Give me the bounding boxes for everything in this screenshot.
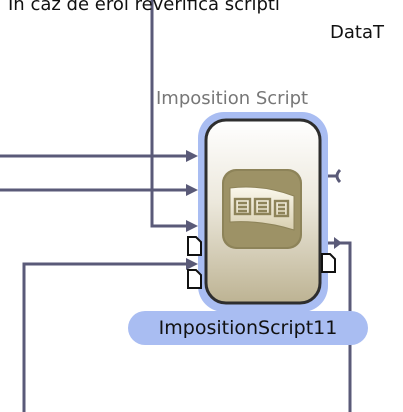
imposition-script-icon	[222, 169, 302, 249]
node-type-label: Imposition Script	[156, 88, 309, 109]
file-port-icon	[321, 253, 336, 273]
file-port-icons	[187, 236, 336, 289]
file-port-icon	[187, 236, 202, 256]
arrowhead-input-1	[186, 150, 198, 162]
arrowhead-output	[334, 237, 342, 249]
output-stub-cap	[335, 168, 342, 184]
node-name-label[interactable]: ImpositionScript11	[128, 311, 368, 345]
arrowhead-input-4	[186, 258, 198, 270]
input-arrowheads	[186, 150, 198, 270]
connection-line-loop-left	[22, 262, 190, 412]
connected-node-label: DataT	[330, 22, 384, 43]
connection-line-output-right	[320, 241, 352, 412]
instruction-text: In caz de eroi reverifica scripti	[8, 0, 280, 15]
connection-line-top	[150, 0, 190, 228]
file-port-icon	[187, 269, 202, 289]
arrowhead-input-2	[186, 184, 198, 196]
arrowhead-input-3	[186, 220, 198, 232]
